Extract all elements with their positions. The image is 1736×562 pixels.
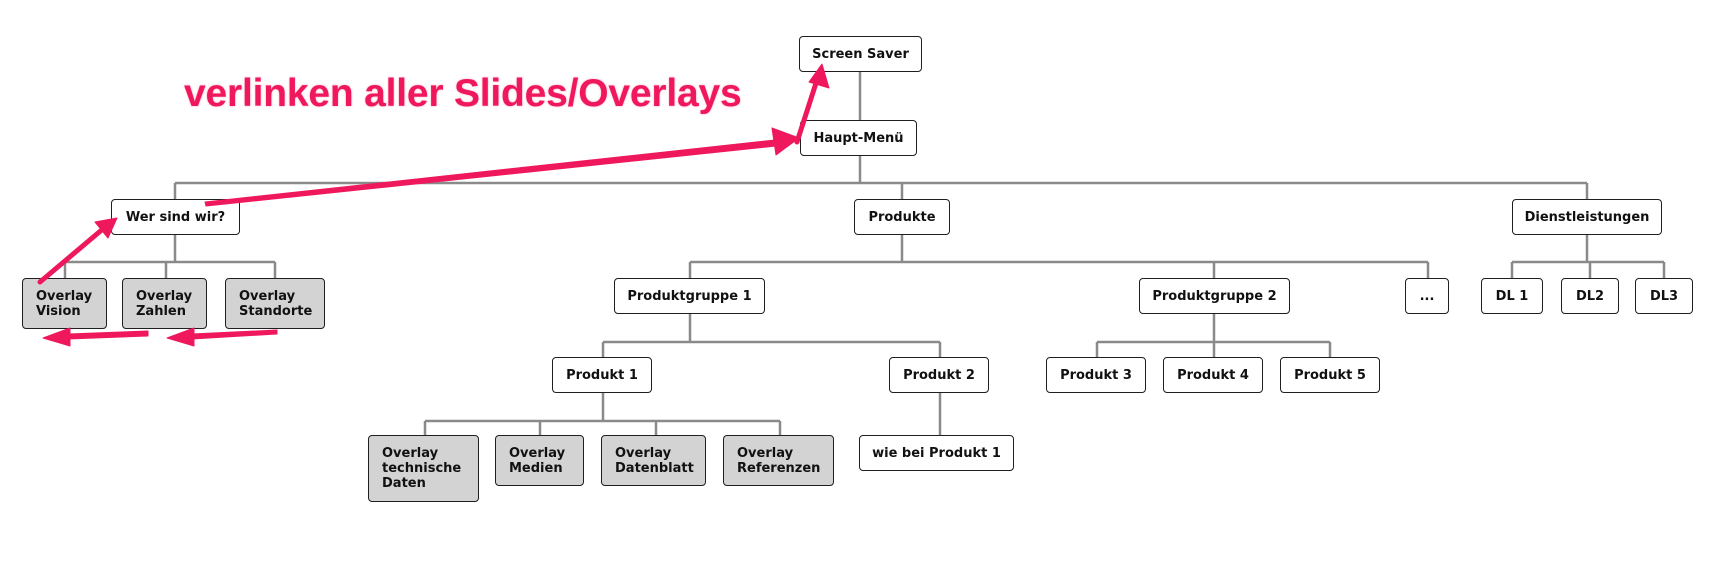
node-overlay-datenblatt-label: Overlay Datenblatt [615, 446, 694, 476]
node-dienstleistungen[interactable]: Dienstleistungen [1512, 199, 1662, 235]
node-dl3[interactable]: DL3 [1635, 278, 1693, 314]
node-produkt-4[interactable]: Produkt 4 [1163, 357, 1263, 393]
node-overlay-referenzen-label: Overlay Referenzen [737, 446, 821, 476]
node-wer-sind-wir[interactable]: Wer sind wir? [111, 199, 240, 235]
node-haupt-menu-label: Haupt-Menü [813, 130, 904, 146]
node-produkt-2[interactable]: Produkt 2 [889, 357, 989, 393]
node-dl1[interactable]: DL 1 [1481, 278, 1543, 314]
node-overlay-standorte-label: Overlay Standorte [239, 289, 313, 319]
node-more-label: ... [1419, 288, 1435, 304]
node-produkt-3-label: Produkt 3 [1060, 367, 1132, 383]
node-produkt-4-label: Produkt 4 [1177, 367, 1249, 383]
node-screen-saver-label: Screen Saver [812, 46, 909, 62]
node-wie-bei-produkt-1-label: wie bei Produkt 1 [872, 445, 1001, 461]
node-produkte[interactable]: Produkte [854, 199, 950, 235]
node-overlay-standorte[interactable]: Overlay Standorte [225, 278, 325, 329]
node-produkt-1-label: Produkt 1 [566, 367, 638, 383]
node-wie-bei-produkt-1[interactable]: wie bei Produkt 1 [859, 435, 1014, 471]
node-wer-sind-wir-label: Wer sind wir? [125, 209, 226, 225]
node-produkt-2-label: Produkt 2 [903, 367, 975, 383]
node-dl1-label: DL 1 [1495, 288, 1529, 304]
node-dienstleistungen-label: Dienstleistungen [1524, 209, 1650, 225]
annotation-text: verlinken aller Slides/Overlays [184, 72, 742, 115]
node-overlay-medien[interactable]: Overlay Medien [495, 435, 584, 486]
node-more[interactable]: ... [1405, 278, 1449, 314]
node-dl2[interactable]: DL2 [1561, 278, 1619, 314]
node-produkte-label: Produkte [868, 209, 936, 225]
node-produkt-5[interactable]: Produkt 5 [1280, 357, 1380, 393]
node-overlay-vision-label: Overlay Vision [36, 289, 93, 319]
node-overlay-technische-daten[interactable]: Overlay technische Daten [368, 435, 479, 502]
node-haupt-menu[interactable]: Haupt-Menü [800, 120, 917, 156]
node-overlay-technische-daten-label: Overlay technische Daten [382, 446, 462, 491]
node-dl2-label: DL2 [1575, 288, 1605, 304]
node-produkt-5-label: Produkt 5 [1294, 367, 1366, 383]
node-overlay-datenblatt[interactable]: Overlay Datenblatt [601, 435, 706, 486]
node-dl3-label: DL3 [1649, 288, 1679, 304]
node-overlay-vision[interactable]: Overlay Vision [22, 278, 107, 329]
node-overlay-referenzen[interactable]: Overlay Referenzen [723, 435, 834, 486]
node-produkt-3[interactable]: Produkt 3 [1046, 357, 1146, 393]
node-overlay-zahlen[interactable]: Overlay Zahlen [122, 278, 207, 329]
node-overlay-zahlen-label: Overlay Zahlen [136, 289, 193, 319]
node-produktgruppe-2-label: Produktgruppe 2 [1152, 288, 1277, 304]
node-produktgruppe-2[interactable]: Produktgruppe 2 [1139, 278, 1290, 314]
node-produktgruppe-1-label: Produktgruppe 1 [627, 288, 752, 304]
node-produktgruppe-1[interactable]: Produktgruppe 1 [614, 278, 765, 314]
node-produkt-1[interactable]: Produkt 1 [552, 357, 652, 393]
node-screen-saver[interactable]: Screen Saver [799, 36, 922, 72]
node-overlay-medien-label: Overlay Medien [509, 446, 566, 476]
